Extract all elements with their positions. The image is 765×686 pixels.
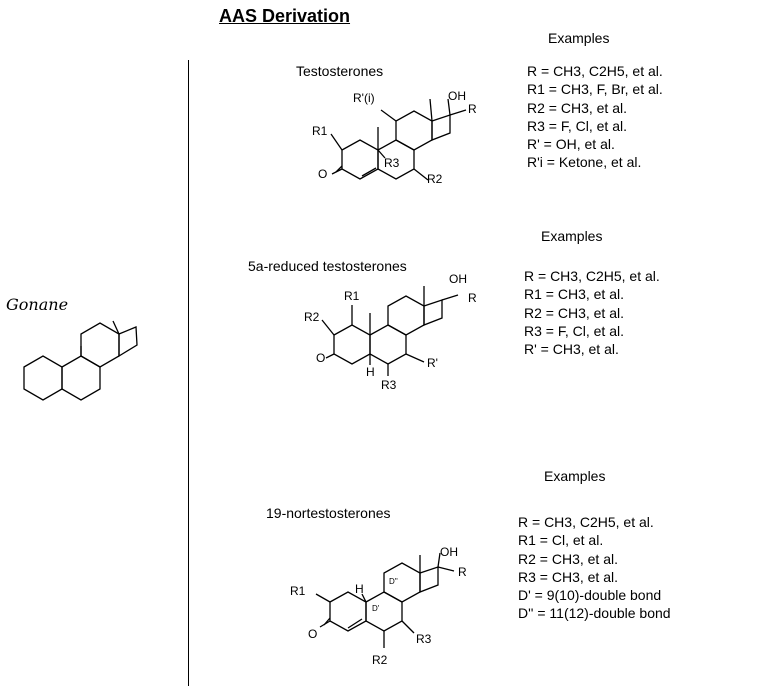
structure-label: R1 (312, 124, 328, 138)
example-line: R1 = CH3, et al. (524, 286, 624, 303)
structure-label: O (318, 167, 327, 181)
gonane-structure (23, 320, 138, 401)
example-line: R3 = F, Cl, et al. (524, 322, 624, 339)
example-line: R = CH3, C2H5, et al. (518, 514, 654, 530)
section-title-testosterones: Testosterones (296, 63, 384, 79)
example-line: R1 = CH3, F, Br, et al. (527, 81, 663, 98)
vertical-divider (188, 60, 189, 686)
structure-label: D' (372, 604, 380, 613)
example-line: R1 = Cl, et al. (518, 532, 604, 549)
structure-label: H (355, 582, 364, 596)
structure-label: OH (449, 272, 467, 286)
structure-label: R3 (384, 156, 400, 170)
structure-label: H (366, 365, 375, 379)
structure-label: R (458, 565, 467, 579)
example-line: R' = CH3, et al. (524, 341, 619, 358)
example-line: R' = OH, et al. (527, 136, 615, 153)
structure-label: R1 (290, 584, 306, 598)
page-title: AAS Derivation (219, 6, 351, 26)
example-line: R3 = F, Cl, et al. (527, 117, 627, 134)
structure-label: OH (440, 545, 458, 559)
example-line: R'i = Ketone, et al. (527, 154, 642, 171)
example-line: R2 = CH3, et al. (527, 99, 627, 116)
structure-label: R3 (416, 632, 432, 646)
examples-heading: Examples (541, 228, 603, 244)
example-line: D'' = 11(12)-double bond (518, 605, 671, 622)
example-line: R3 = CH3, et al. (518, 568, 618, 585)
examples-heading: Examples (548, 30, 610, 46)
structure-label: OH (448, 89, 466, 103)
example-line: D' = 9(10)-double bond (518, 587, 662, 604)
example-line: R = CH3, C2H5, et al. (527, 63, 663, 79)
structure-label: R' (427, 356, 438, 370)
gonane-label: Gonane (6, 295, 69, 314)
structure-label: R'(i) (353, 91, 375, 105)
structure-label: O (308, 627, 317, 641)
examples-list: R = CH3, C2H5, et al. R1 = CH3, F, Br, e… (527, 62, 663, 172)
example-line: R2 = CH3, et al. (518, 550, 618, 567)
example-line: R2 = CH3, et al. (524, 304, 624, 321)
structure-label: R2 (372, 653, 388, 667)
structure-label: D'' (389, 577, 398, 586)
structure-label: R1 (344, 289, 360, 303)
structure-label: R (468, 291, 477, 305)
examples-list: R = CH3, C2H5, et al. R1 = Cl, et al. R2… (518, 513, 671, 623)
structure-label: O (316, 351, 325, 365)
structure-label: R2 (427, 172, 443, 186)
section-title-19-nortestosterones: 19-nortestosterones (266, 505, 391, 521)
structure-label: R2 (304, 310, 320, 324)
examples-list: R = CH3, C2H5, et al. R1 = CH3, et al. R… (524, 267, 660, 358)
examples-heading: Examples (544, 468, 606, 484)
example-line: R = CH3, C2H5, et al. (524, 268, 660, 284)
structure-label: R3 (381, 378, 397, 392)
structure-label: R (468, 102, 477, 116)
section-title-5a-reduced: 5a-reduced testosterones (248, 258, 407, 274)
